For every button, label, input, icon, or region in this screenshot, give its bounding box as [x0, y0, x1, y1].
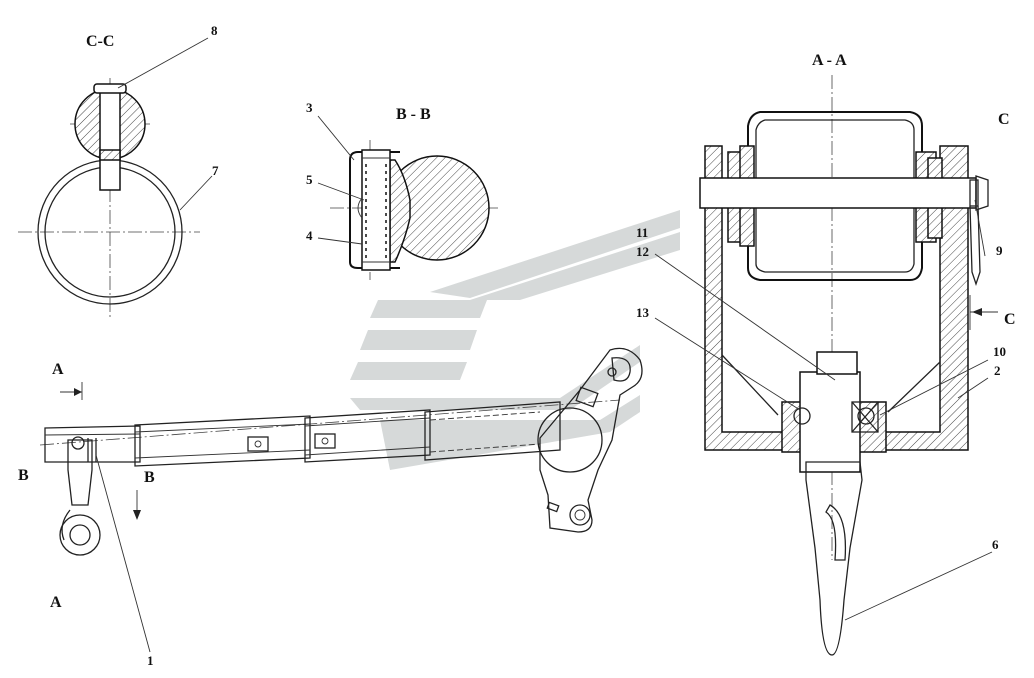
section-label-bb: B - B [396, 106, 431, 123]
section-marker-c: C [1004, 311, 1016, 328]
callout-7: 7 [212, 163, 219, 178]
callout-4: 4 [306, 228, 313, 243]
section-aa [654, 75, 998, 656]
callout-8: 8 [211, 23, 218, 38]
section-label-cc: C-C [86, 33, 115, 50]
arm-side-view [39, 347, 643, 653]
section-marker-b-right: B [144, 469, 155, 486]
watermark-logo [350, 210, 680, 470]
section-cc [18, 37, 213, 320]
callout-1: 1 [147, 653, 154, 668]
callout-6: 6 [992, 537, 999, 552]
callout-5: 5 [306, 172, 313, 187]
callout-3: 3 [306, 100, 313, 115]
section-label-aa: A - A [812, 52, 847, 69]
callout-12: 12 [636, 244, 649, 259]
section-marker-a-top: A [52, 361, 64, 378]
section-bb [317, 115, 500, 280]
view-label-c: C [998, 111, 1010, 128]
callout-11: 11 [636, 225, 649, 240]
section-marker-b-left: B [18, 467, 29, 484]
section-marker-a-bottom: A [50, 594, 62, 611]
callout-13: 13 [636, 305, 649, 320]
callout-10: 10 [993, 344, 1006, 359]
callout-2: 2 [994, 363, 1001, 378]
callout-9: 9 [996, 243, 1003, 258]
